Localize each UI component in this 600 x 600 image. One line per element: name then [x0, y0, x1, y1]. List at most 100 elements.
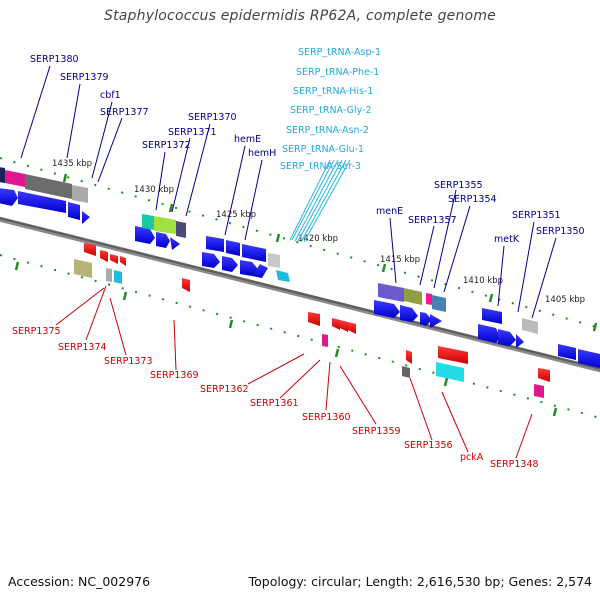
cds-arrow	[202, 252, 220, 268]
cds-arrow	[135, 226, 155, 244]
gene-label-hemE: hemE	[234, 134, 261, 145]
cds-arrow	[18, 191, 66, 213]
gene-label-SERP1356: SERP1356	[404, 440, 453, 451]
feature-block	[0, 167, 5, 183]
gene-label-SERP1375: SERP1375	[12, 326, 61, 337]
cds-arrow	[578, 349, 600, 368]
gene-label-cbf1: cbf1	[100, 90, 121, 101]
cds-arrow	[420, 312, 432, 326]
gene-label-SERP1370: SERP1370	[188, 112, 237, 123]
scale-label-1410: 1410 kbp	[463, 276, 503, 286]
cds-arrow	[242, 244, 266, 262]
feature-block	[142, 214, 154, 230]
cds-arrow	[206, 236, 224, 252]
gene-label-SERP1374: SERP1374	[58, 342, 107, 353]
scale-label-1430: 1430 kbp	[134, 185, 174, 195]
trna-label-asp-1: SERP_tRNA-Asp-1	[298, 47, 381, 58]
reverse-block	[74, 259, 92, 278]
gene-label-SERP1348: SERP1348	[490, 459, 539, 470]
trna-label-ser-3: SERP_tRNA-Ser-3	[280, 161, 361, 172]
lower-dotted-track	[0, 254, 600, 419]
feature-block	[426, 293, 432, 305]
trna-labels: SERP_tRNA-Asp-1 SERP_tRNA-Phe-1 SERP_tRN…	[280, 47, 381, 172]
gene-label-SERP1354: SERP1354	[448, 194, 497, 205]
scale-labels: 1435 kbp 1430 kbp 1425 kbp 1420 kbp 1415…	[52, 159, 585, 305]
accession-text: Accession: NC_002976	[8, 574, 151, 589]
gene-label-menE: menE	[376, 206, 403, 217]
gene-label-metK: metK	[494, 234, 520, 245]
reverse-arrow	[438, 346, 468, 364]
major-ticks	[14, 173, 598, 417]
feature-block	[432, 295, 446, 312]
cds-arrow	[226, 240, 240, 256]
reverse-block	[534, 384, 544, 398]
cds-arrow	[498, 329, 516, 346]
cds-arrow	[482, 308, 502, 324]
gene-label-hemH: hemH	[248, 148, 276, 159]
gene-label-SERP1380: SERP1380	[30, 54, 79, 65]
gene-label-SERP1371: SERP1371	[168, 127, 217, 138]
reverse-arrow	[120, 256, 126, 266]
reverse-block	[114, 270, 122, 284]
cds-arrow	[170, 237, 180, 250]
trna-label-gly-2: SERP_tRNA-Gly-2	[290, 105, 372, 116]
cds-arrow	[222, 256, 238, 272]
trna-label-glu-1: SERP_tRNA-Glu-1	[282, 144, 364, 155]
cds-arrow	[0, 188, 18, 206]
genome-summary-text: Topology: circular; Length: 2,616,530 bp…	[248, 574, 592, 589]
reverse-arrow	[332, 318, 340, 330]
trna-feature	[276, 270, 290, 282]
reverse-block	[106, 268, 112, 282]
reverse-arrow	[406, 350, 412, 364]
reverse-block	[436, 362, 464, 382]
gene-label-SERP1362: SERP1362	[200, 384, 249, 395]
scale-label-1425: 1425 kbp	[216, 210, 256, 220]
feature-block	[154, 216, 176, 234]
feature-block	[268, 253, 280, 268]
scale-label-1415: 1415 kbp	[380, 255, 420, 265]
reverse-arrow	[538, 368, 550, 382]
reverse-arrow	[348, 322, 356, 334]
gene-label-SERP1350: SERP1350	[536, 226, 585, 237]
gene-label-SERP1360: SERP1360	[302, 412, 351, 423]
gene-label-SERP1379: SERP1379	[60, 72, 109, 83]
reverse-features	[74, 243, 550, 398]
reverse-arrow	[110, 254, 118, 264]
forward-cds-track	[0, 188, 600, 368]
trna-label-phe-1: SERP_tRNA-Phe-1	[296, 67, 379, 78]
cds-arrow	[400, 305, 418, 322]
cds-arrow	[68, 202, 80, 220]
gene-label-SERP1372: SERP1372	[142, 140, 191, 151]
scale-label-1435: 1435 kbp	[52, 159, 92, 169]
trna-label-asn-2: SERP_tRNA-Asn-2	[286, 125, 369, 136]
reverse-block	[402, 366, 410, 378]
gene-label-pckA: pckA	[460, 452, 484, 463]
reverse-arrow	[308, 312, 320, 326]
gene-label-SERP1373: SERP1373	[104, 356, 153, 367]
feature-block	[522, 318, 538, 334]
cds-arrow	[374, 300, 400, 318]
cds-arrow	[240, 260, 258, 276]
feature-blocks	[0, 167, 538, 334]
gene-label-SERP1369: SERP1369	[150, 370, 199, 381]
scale-label-1420: 1420 kbp	[298, 234, 338, 244]
gene-label-SERP1351: SERP1351	[512, 210, 561, 221]
reverse-arrow	[182, 278, 190, 292]
upper-dotted-track	[0, 157, 600, 329]
gene-label-SERP1355: SERP1355	[434, 180, 483, 191]
trna-cluster	[276, 159, 351, 282]
cds-arrow	[82, 211, 90, 224]
reverse-block	[322, 334, 328, 347]
cds-arrow	[558, 344, 576, 360]
feature-block	[25, 174, 72, 199]
feature-block	[5, 170, 25, 187]
scale-label-1405: 1405 kbp	[545, 295, 585, 305]
forward-gene-labels: SERP1380 SERP1379 cbf1 SERP1377 SERP1370…	[30, 54, 585, 245]
reverse-arrow	[100, 250, 108, 262]
reverse-leader-lines	[55, 285, 533, 459]
gene-label-SERP1359: SERP1359	[352, 426, 401, 437]
reverse-arrow	[340, 320, 348, 332]
cds-arrow	[430, 314, 442, 328]
forward-leader-lines	[20, 65, 557, 319]
